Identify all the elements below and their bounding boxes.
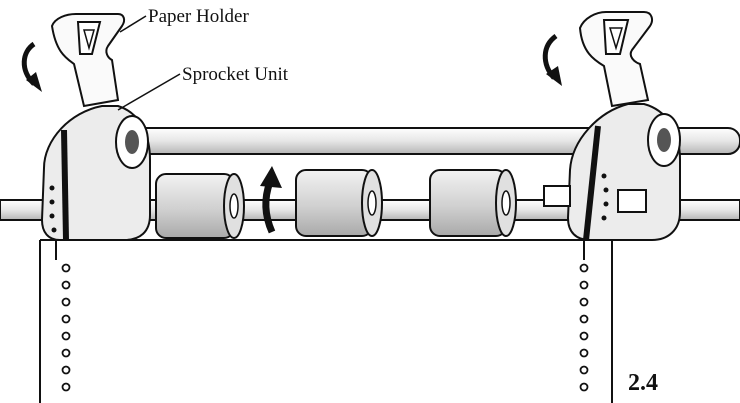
roller-right xyxy=(429,169,517,237)
right-feed-holes xyxy=(579,263,589,392)
left-paper-holder xyxy=(50,13,126,108)
right-sprocket-unit xyxy=(543,103,681,241)
sprocket-unit-label: Sprocket Unit xyxy=(182,64,289,85)
paper-holder-leader-line xyxy=(119,15,147,33)
left-feed-holes xyxy=(61,263,71,392)
roller-left xyxy=(155,173,245,239)
right-tractor-pins xyxy=(601,173,609,221)
right-paper-holder xyxy=(578,11,653,108)
roller-middle xyxy=(295,169,383,237)
sprocket-unit-leader-line xyxy=(117,73,181,111)
center-feed-arrow-icon xyxy=(260,166,282,234)
left-sprocket-unit xyxy=(40,105,151,241)
left-rotation-arrow-icon xyxy=(21,41,42,92)
continuous-paper xyxy=(39,239,613,403)
figure-number: 2.4 xyxy=(628,370,658,396)
right-rotation-arrow-icon xyxy=(542,33,562,86)
paper-holder-label: Paper Holder xyxy=(148,6,249,27)
left-tractor-pins xyxy=(49,185,57,233)
